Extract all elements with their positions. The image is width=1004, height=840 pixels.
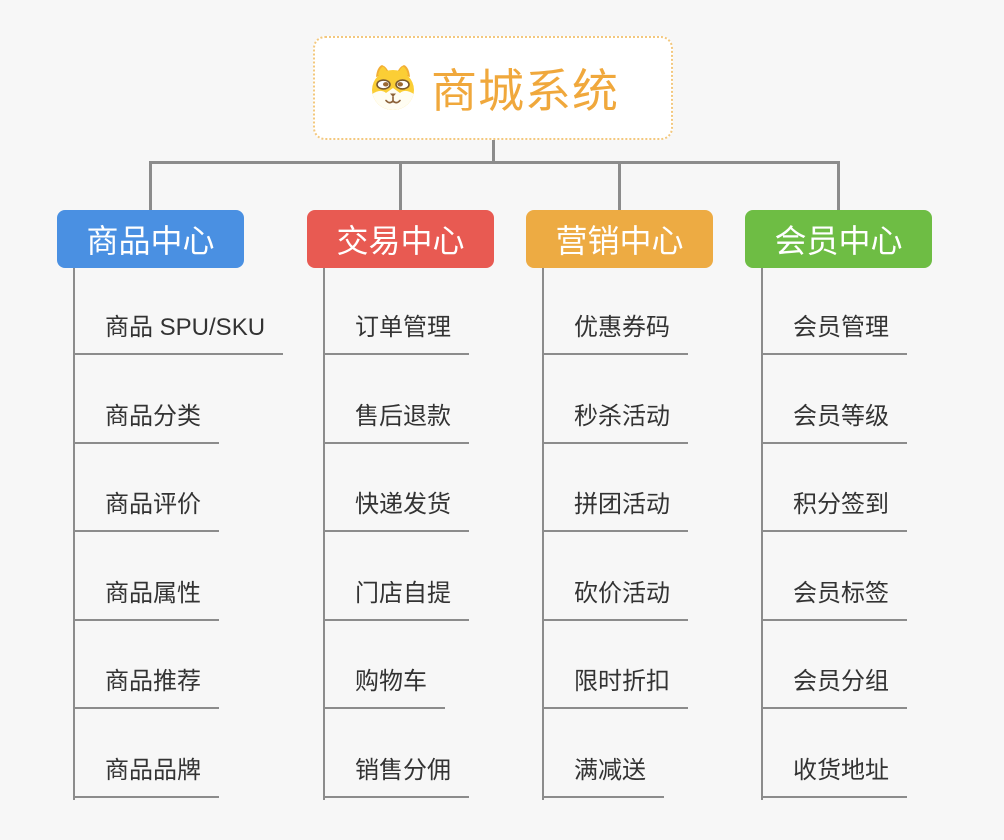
branch-node-member-center[interactable]: 会员中心: [745, 210, 932, 268]
root-title: 商城系统: [431, 65, 619, 117]
connector-trunk-trade: [323, 268, 325, 800]
child-item-member-group[interactable]: 会员分组: [761, 665, 907, 709]
connector-trunk-member: [761, 268, 763, 800]
child-item-coupon-code[interactable]: 优惠券码: [542, 311, 688, 355]
connector-horizontal-bus: [149, 161, 840, 164]
child-item-express-delivery[interactable]: 快递发货: [323, 488, 469, 532]
connector-root-stem: [492, 140, 495, 164]
branch-node-marketing-center[interactable]: 营销中心: [526, 210, 713, 268]
child-item-aftersale-refund[interactable]: 售后退款: [323, 400, 469, 444]
child-item-sales-commission[interactable]: 销售分佣: [323, 754, 469, 798]
child-item-group-buy[interactable]: 拼团活动: [542, 488, 688, 532]
branch-label: 营销中心: [555, 223, 684, 259]
connector-trunk-marketing: [542, 268, 544, 800]
connector-drop-member: [837, 161, 840, 210]
connector-trunk-product: [73, 268, 75, 800]
child-item-flash-sale[interactable]: 秒杀活动: [542, 400, 688, 444]
child-item-product-recommend[interactable]: 商品推荐: [73, 665, 219, 709]
child-item-shipping-address[interactable]: 收货地址: [761, 754, 907, 798]
child-item-member-tag[interactable]: 会员标签: [761, 577, 907, 621]
child-item-bargain-activity[interactable]: 砍价活动: [542, 577, 688, 621]
child-item-store-pickup[interactable]: 门店自提: [323, 577, 469, 621]
dog-face-icon: [372, 65, 414, 110]
branch-label: 商品中心: [86, 223, 215, 259]
connector-drop-product: [149, 161, 152, 210]
branch-label: 会员中心: [774, 223, 903, 259]
branch-node-product-center[interactable]: 商品中心: [57, 210, 244, 268]
branch-node-trade-center[interactable]: 交易中心: [307, 210, 494, 268]
child-item-member-management[interactable]: 会员管理: [761, 311, 907, 355]
child-item-product-category[interactable]: 商品分类: [73, 400, 219, 444]
root-node-mall-system[interactable]: 商城系统: [313, 36, 673, 140]
child-item-product-review[interactable]: 商品评价: [73, 488, 219, 532]
child-item-points-checkin[interactable]: 积分签到: [761, 488, 907, 532]
child-item-member-level[interactable]: 会员等级: [761, 400, 907, 444]
child-item-limited-time-discount[interactable]: 限时折扣: [542, 665, 688, 709]
child-item-product-brand[interactable]: 商品品牌: [73, 754, 219, 798]
child-item-order-management[interactable]: 订单管理: [323, 311, 469, 355]
child-item-full-reduction[interactable]: 满减送: [542, 754, 664, 798]
connector-drop-trade: [399, 161, 402, 210]
child-item-shopping-cart[interactable]: 购物车: [323, 665, 445, 709]
child-item-product-spu-sku[interactable]: 商品 SPU/SKU: [73, 311, 284, 355]
branch-label: 交易中心: [336, 223, 465, 259]
connector-drop-marketing: [618, 161, 621, 210]
child-item-product-attribute[interactable]: 商品属性: [73, 577, 219, 621]
